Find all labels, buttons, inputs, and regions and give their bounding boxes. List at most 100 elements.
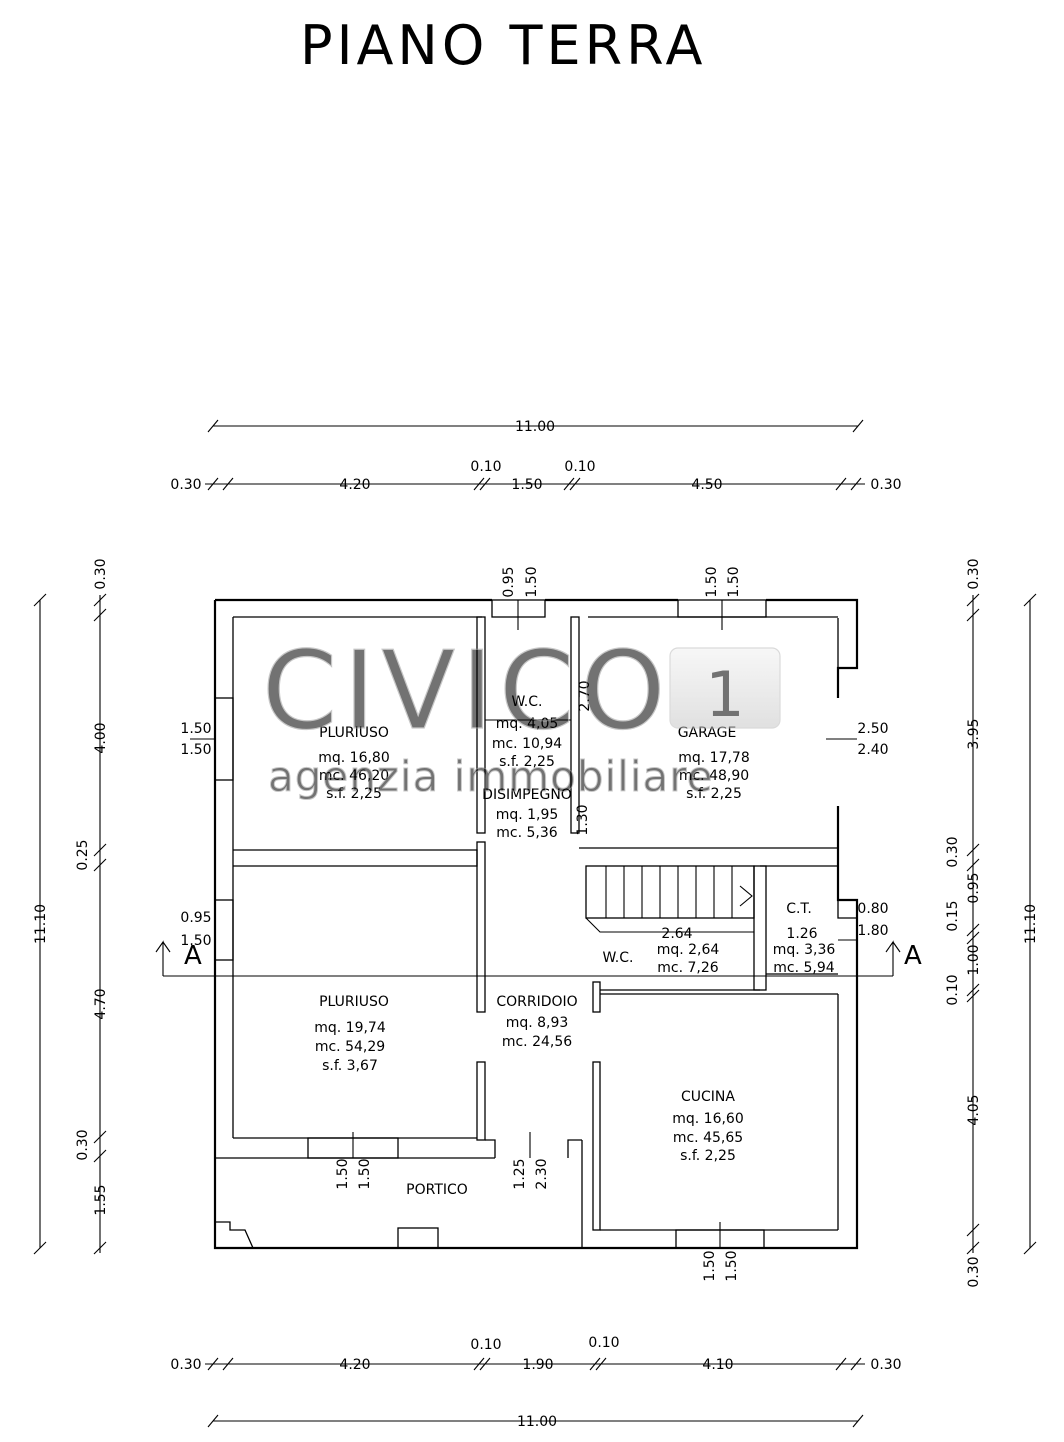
room-cucina: CUCINA mq. 16,60 mc. 45,65 s.f. 2,25 <box>672 1089 744 1164</box>
svg-text:DISIMPEGNO: DISIMPEGNO <box>482 787 572 803</box>
dim-right-9: 0.30 <box>966 1256 982 1287</box>
dim-bottom-6: 4.10 <box>702 1357 733 1373</box>
svg-text:mc. 48,90: mc. 48,90 <box>679 768 749 784</box>
svg-text:mq. 19,74: mq. 19,74 <box>314 1020 386 1036</box>
dim-top-7: 0.30 <box>870 477 901 493</box>
svg-text:mq. 3,36: mq. 3,36 <box>773 942 836 958</box>
room-garage: GARAGE mq. 17,78 mc. 48,90 s.f. 2,25 <box>678 725 750 802</box>
svg-text:W.C.: W.C. <box>512 694 543 710</box>
svg-text:s.f. 3,67: s.f. 3,67 <box>322 1058 378 1074</box>
dim-left-2: 4.00 <box>93 722 109 753</box>
dim-right-total: 11.10 <box>1023 904 1039 944</box>
dimension-lines <box>33 419 1037 1428</box>
svg-text:CUCINA: CUCINA <box>681 1089 735 1105</box>
dim-pluriuso-south-2: 1.50 <box>357 1158 373 1189</box>
dim-right-7: 0.10 <box>945 974 961 1005</box>
dim-top-total: 11.00 <box>515 419 555 435</box>
dim-ct-width: 1.26 <box>786 926 817 942</box>
dim-left-3: 0.25 <box>75 839 91 870</box>
dim-cucina-window-1: 1.50 <box>702 1250 718 1281</box>
dim-wc-bottom-width: 2.64 <box>661 926 692 942</box>
svg-text:mc. 10,94: mc. 10,94 <box>492 736 562 752</box>
svg-text:mq. 16,80: mq. 16,80 <box>318 750 390 766</box>
dim-portico-door-1: 1.25 <box>512 1158 528 1189</box>
dim-ct-window-2: 1.80 <box>857 923 888 939</box>
svg-text:CORRIDOIO: CORRIDOIO <box>496 994 577 1010</box>
watermark: CIVICO agenzia immobiliare 1 <box>261 628 781 802</box>
room-disimpegno: DISIMPEGNO mq. 1,95 mc. 5,36 <box>482 787 572 841</box>
svg-text:1: 1 <box>705 658 744 731</box>
dim-left-4: 4.70 <box>93 988 109 1019</box>
svg-text:GARAGE: GARAGE <box>678 725 737 741</box>
dim-right-2: 3.95 <box>966 718 982 749</box>
staircase <box>585 865 755 933</box>
dim-bottom-total: 11.00 <box>517 1414 557 1430</box>
dim-pluriuso-south-1: 1.50 <box>335 1158 351 1189</box>
dim-disimpegno-height: 1.30 <box>575 804 591 835</box>
dim-garage-window-1: 1.50 <box>704 566 720 597</box>
svg-text:CIVICO: CIVICO <box>262 629 671 754</box>
dim-right-5: 0.15 <box>945 900 961 931</box>
garage-east-opening <box>826 738 857 941</box>
dim-bottom-5: 0.10 <box>588 1335 619 1351</box>
dim-right-3: 0.30 <box>945 836 961 867</box>
svg-text:s.f. 2,25: s.f. 2,25 <box>326 786 382 802</box>
svg-text:s.f. 2,25: s.f. 2,25 <box>680 1148 736 1164</box>
dim-top-5: 0.10 <box>564 459 595 475</box>
room-labels: PLURIUSO mq. 16,80 mc. 46,20 s.f. 2,25 W… <box>314 694 835 1198</box>
dim-bottom-1: 0.30 <box>170 1357 201 1373</box>
section-label-right: A <box>904 941 922 971</box>
dim-left-6: 1.55 <box>93 1184 109 1215</box>
svg-text:mc. 5,36: mc. 5,36 <box>496 825 558 841</box>
svg-text:mc. 24,56: mc. 24,56 <box>502 1034 572 1050</box>
dim-top-1: 0.30 <box>170 477 201 493</box>
dim-bottom-2: 4.20 <box>339 1357 370 1373</box>
section-label-left: A <box>184 941 202 971</box>
dim-bottom-4: 1.90 <box>522 1357 553 1373</box>
south-openings <box>215 1132 765 1249</box>
svg-text:mq. 2,64: mq. 2,64 <box>657 942 720 958</box>
section-line-a: A A <box>155 940 922 977</box>
svg-text:mq. 8,93: mq. 8,93 <box>506 1015 569 1031</box>
room-wc-top: W.C. mq. 4,05 mc. 10,94 s.f. 2,25 <box>492 694 562 770</box>
dim-wc-window-2: 1.50 <box>524 566 540 597</box>
svg-text:mq. 1,95: mq. 1,95 <box>496 807 559 823</box>
dim-top-4: 1.50 <box>511 477 542 493</box>
plan-title: PIANO TERRA <box>300 14 706 77</box>
dim-garage-side-2: 2.40 <box>857 742 888 758</box>
room-ct: C.T. mq. 3,36 mc. 5,94 <box>773 901 836 976</box>
svg-text:mc. 7,26: mc. 7,26 <box>657 960 719 976</box>
dim-top-2: 4.20 <box>339 477 370 493</box>
dim-portico-door-2: 2.30 <box>534 1158 550 1189</box>
dim-pluriuso-b-window-2: 1.50 <box>180 933 211 949</box>
dimension-labels: 11.00 0.30 4.20 0.10 1.50 0.10 4.50 0.30… <box>33 419 1039 1430</box>
west-windows <box>190 697 234 961</box>
dim-bottom-3: 0.10 <box>470 1337 501 1353</box>
svg-text:s.f. 2,25: s.f. 2,25 <box>686 786 742 802</box>
room-pluriuso-bottom: PLURIUSO mq. 19,74 mc. 54,29 s.f. 3,67 <box>314 994 389 1074</box>
room-pluriuso-top: PLURIUSO mq. 16,80 mc. 46,20 s.f. 2,25 <box>318 725 390 802</box>
dim-right-6: 1.00 <box>966 944 982 975</box>
dim-cucina-window-2: 1.50 <box>724 1250 740 1281</box>
dim-left-5: 0.30 <box>75 1129 91 1160</box>
dim-pluriuso-window-2: 1.50 <box>180 742 211 758</box>
svg-text:s.f. 2,25: s.f. 2,25 <box>499 754 555 770</box>
svg-text:mc. 5,94: mc. 5,94 <box>773 960 835 976</box>
dim-right-8: 4.05 <box>966 1094 982 1125</box>
dim-top-3: 0.10 <box>470 459 501 475</box>
svg-text:mq. 16,60: mq. 16,60 <box>672 1111 744 1127</box>
dim-left-total: 11.10 <box>33 904 49 944</box>
dim-ct-window-1: 0.80 <box>857 901 888 917</box>
room-wc-bottom: W.C. mq. 2,64 mc. 7,26 <box>603 942 720 976</box>
room-portico: PORTICO <box>406 1182 468 1198</box>
svg-text:mq. 17,78: mq. 17,78 <box>678 750 750 766</box>
svg-text:C.T.: C.T. <box>786 901 812 917</box>
svg-text:mq. 4,05: mq. 4,05 <box>496 716 559 732</box>
dim-left-1: 0.30 <box>93 558 109 589</box>
dim-right-1: 0.30 <box>966 558 982 589</box>
svg-text:agenzia immobiliare: agenzia immobiliare <box>268 752 713 801</box>
dim-garage-window-2: 1.50 <box>726 566 742 597</box>
svg-text:mc. 45,65: mc. 45,65 <box>673 1130 743 1146</box>
dim-wc-window-1: 0.95 <box>501 566 517 597</box>
